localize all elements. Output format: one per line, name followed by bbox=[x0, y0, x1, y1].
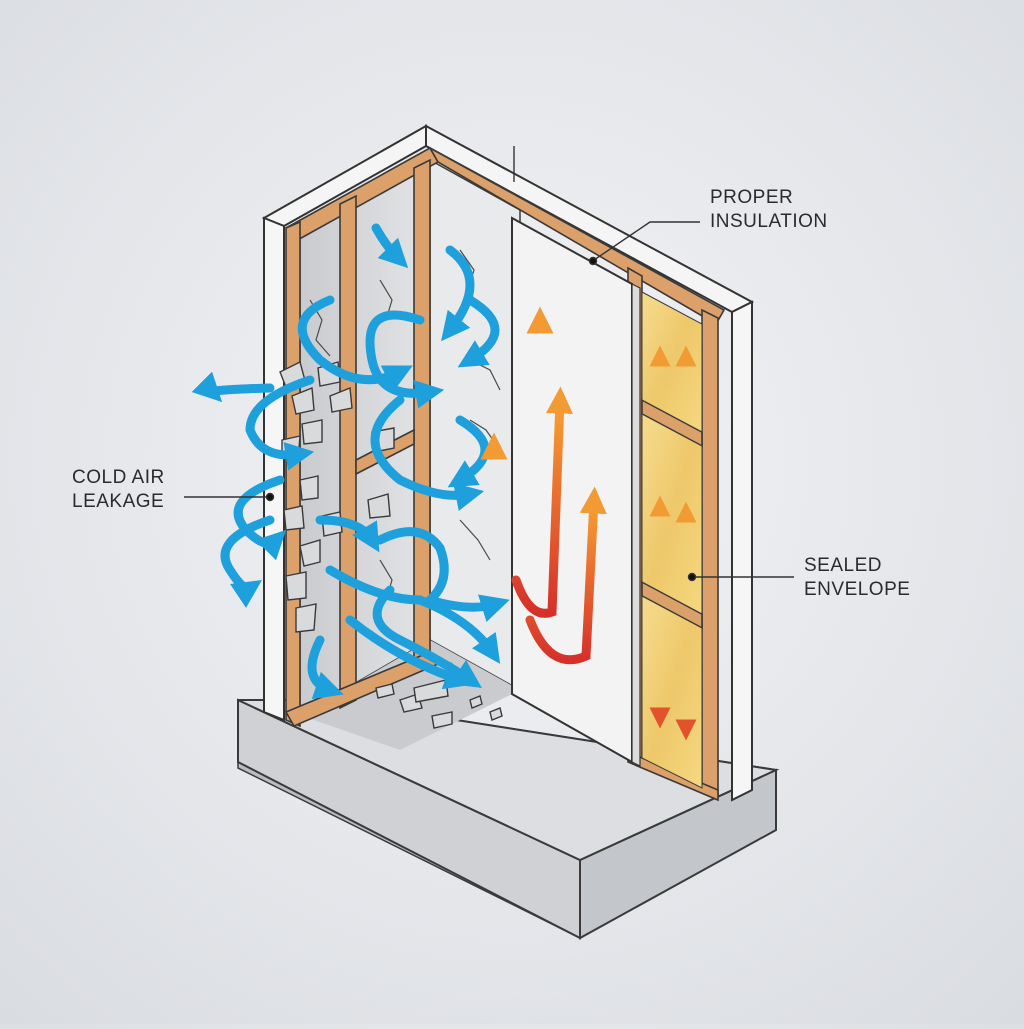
cold-air-arrow-icon bbox=[220, 515, 275, 608]
callout-cold-air-leakage: COLD AIR LEAKAGE bbox=[72, 466, 165, 514]
cold-air-arrow-icon bbox=[370, 395, 485, 511]
callout-cold-air-leakage-line1: COLD AIR bbox=[72, 467, 165, 488]
cold-air-arrow-icon bbox=[365, 310, 445, 409]
callout-sealed-envelope-line1: SEALED bbox=[804, 555, 882, 576]
callout-proper-insulation-line1: PROPER bbox=[710, 187, 794, 208]
cold-air-arrow-icon bbox=[325, 565, 501, 664]
cold-air-arrow-icon bbox=[371, 223, 409, 269]
cold-air-arrow-icon bbox=[375, 527, 510, 622]
cold-air-arrow-icon bbox=[191, 371, 275, 403]
callout-leaders bbox=[184, 146, 794, 582]
top-sheathing bbox=[425, 124, 755, 802]
drywall-panel bbox=[511, 216, 641, 767]
callout-sealed-envelope: SEALED ENVELOPE bbox=[804, 554, 910, 602]
callout-proper-insulation: PROPER INSULATION bbox=[710, 186, 828, 234]
cold-air-arrow-icon bbox=[315, 515, 380, 553]
warm-air-arrow-icon bbox=[525, 486, 607, 665]
cold-air-arrow-icon bbox=[345, 615, 474, 690]
cold-air-arrow-icon bbox=[307, 635, 344, 700]
cold-air-arrows bbox=[191, 223, 510, 700]
insulation-batts bbox=[641, 291, 703, 789]
cold-air-arrow-icon bbox=[441, 245, 475, 342]
cold-air-arrow-icon bbox=[297, 295, 413, 392]
callout-cold-air-leakage-line2: LEAKAGE bbox=[72, 491, 165, 512]
warm-air-arrow-icon bbox=[511, 386, 573, 618]
callout-sealed-envelope-line2: ENVELOPE bbox=[804, 579, 911, 600]
cold-air-arrow-icon bbox=[372, 585, 482, 688]
warm-air-arrows bbox=[480, 306, 607, 665]
insulation-warm-arrows bbox=[649, 345, 697, 741]
cold-air-arrow-icon bbox=[457, 295, 500, 368]
cold-air-arrow-icon bbox=[245, 375, 315, 471]
callout-proper-insulation-line2: INSULATION bbox=[710, 211, 828, 232]
